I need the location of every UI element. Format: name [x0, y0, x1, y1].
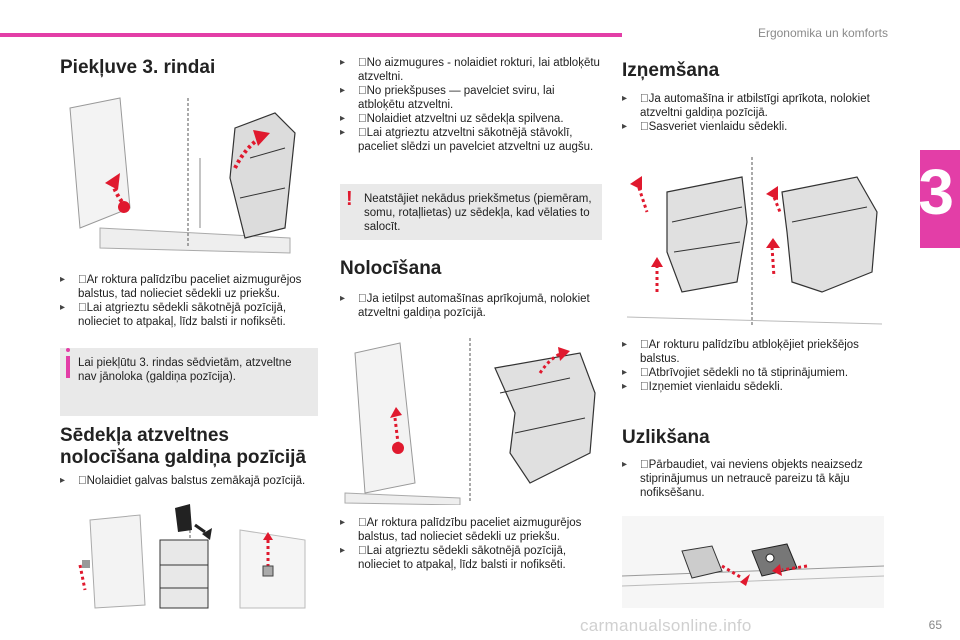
info-icon-bar	[66, 356, 70, 378]
bullet-icon: ▸	[622, 381, 628, 392]
list-item: ▸Lai atgrieztu sēdekli sākotnējā pozīcij…	[340, 545, 567, 571]
chapter-number: 3	[918, 156, 954, 228]
bullet-icon: ▸	[622, 339, 628, 350]
heading-removal: Izņemšana	[622, 60, 720, 81]
illustration-headrest	[60, 500, 318, 610]
installation-bullet: ▸Pārbaudiet, vai neviens objekts neaizse…	[622, 458, 884, 500]
folding-bullet: ▸Ja ietilpst automašīnas aprīkojumā, nol…	[340, 292, 602, 320]
chapter-tab	[920, 150, 960, 248]
bullet-icon: ▸	[340, 127, 346, 138]
info-box: Lai piekļūtu 3. rindas sēdvietām, atzvel…	[60, 348, 318, 416]
bullet-icon: ▸	[340, 85, 346, 96]
section-title: Ergonomika un komforts	[757, 26, 888, 40]
heading-folding: Nolocīšana	[340, 258, 442, 279]
heading-seatback-fold: Sēdekļa atzveltnes nolocīšana galdiņa po…	[60, 425, 306, 468]
list-item: ▸Atbrīvojiet sēdekli no tā stiprinājumie…	[622, 367, 849, 379]
warning-icon: !	[346, 188, 353, 210]
list-item: ▸Ar rokturu palīdzību atbloķējiet priekš…	[622, 339, 859, 365]
list-item: ▸Lai atgrieztu atzveltni sākotnējā stāvo…	[340, 127, 594, 153]
illustration-seat-folding	[340, 333, 602, 505]
bullet-icon: ▸	[622, 121, 628, 132]
seatback-bullets: ▸No aizmugures - nolaidiet rokturi, lai …	[340, 56, 602, 154]
bullet-icon: ▸	[622, 367, 628, 378]
info-icon	[66, 348, 70, 352]
list-item: ▸Lai atgrieztu sēdekli sākotnējā pozīcij…	[60, 302, 287, 328]
list-item: ▸Nolaidiet atzveltni uz sēdekļa spilvena…	[340, 113, 564, 125]
removal-bullets-2: ▸Ar rokturu palīdzību atbloķējiet priekš…	[622, 338, 884, 394]
illustration-seat-access	[60, 88, 318, 256]
list-item: ▸Ar roktura palīdzību paceliet aizmugurē…	[60, 274, 302, 300]
bullet-icon: ▸	[60, 475, 66, 486]
illustration-seat-anchors	[622, 516, 884, 608]
bullet-icon: ▸	[340, 293, 346, 304]
bullet-icon: ▸	[340, 57, 346, 68]
illustration-seat-removal	[622, 152, 884, 330]
page-number: 65	[928, 618, 942, 632]
bullet-icon: ▸	[60, 302, 66, 313]
heading-access-third-row: Piekļuve 3. rindai	[60, 57, 216, 78]
list-item: ▸Sasveriet vienlaidu sēdekli.	[622, 121, 788, 133]
header-accent-bar	[0, 33, 622, 37]
list-item: ▸Ar roktura palīdzību paceliet aizmugurē…	[340, 517, 582, 543]
access-bullets: ▸Ar roktura palīdzību paceliet aizmugurē…	[60, 273, 318, 329]
warning-text: Neatstājiet nekādus priekšmetus (piemēra…	[364, 193, 592, 233]
bullet-icon: ▸	[60, 274, 66, 285]
bullet-icon: ▸	[340, 113, 346, 124]
list-item: ▸Nolaidiet galvas balstus zemākajā pozīc…	[60, 475, 306, 487]
list-item: ▸Ja automašīna ir atbilstīgi aprīkota, n…	[622, 93, 870, 119]
list-item: ▸No priekšpuses — pavelciet sviru, lai a…	[340, 85, 555, 111]
bullet-icon: ▸	[622, 93, 628, 104]
warning-box: ! Neatstājiet nekādus priekšmetus (piemē…	[340, 184, 602, 240]
bullet-icon: ▸	[340, 545, 346, 556]
list-item: ▸Izņemiet vienlaidu sēdekli.	[622, 381, 783, 393]
list-item: ▸Ja ietilpst automašīnas aprīkojumā, nol…	[340, 293, 590, 319]
bullet-icon: ▸	[340, 517, 346, 528]
info-text: Lai piekļūtu 3. rindas sēdvietām, atzvel…	[78, 357, 292, 383]
removal-bullets: ▸Ja automašīna ir atbilstīgi aprīkota, n…	[622, 92, 884, 134]
list-item: ▸No aizmugures - nolaidiet rokturi, lai …	[340, 57, 600, 83]
headrest-bullet: ▸Nolaidiet galvas balstus zemākajā pozīc…	[60, 474, 318, 488]
bullet-icon: ▸	[622, 459, 628, 470]
list-item: ▸Pārbaudiet, vai neviens objekts neaizse…	[622, 459, 863, 499]
watermark: carmanualsonline.info	[580, 616, 752, 635]
folding-bullets-2: ▸Ar roktura palīdzību paceliet aizmugurē…	[340, 516, 602, 572]
heading-installation: Uzlikšana	[622, 427, 710, 448]
